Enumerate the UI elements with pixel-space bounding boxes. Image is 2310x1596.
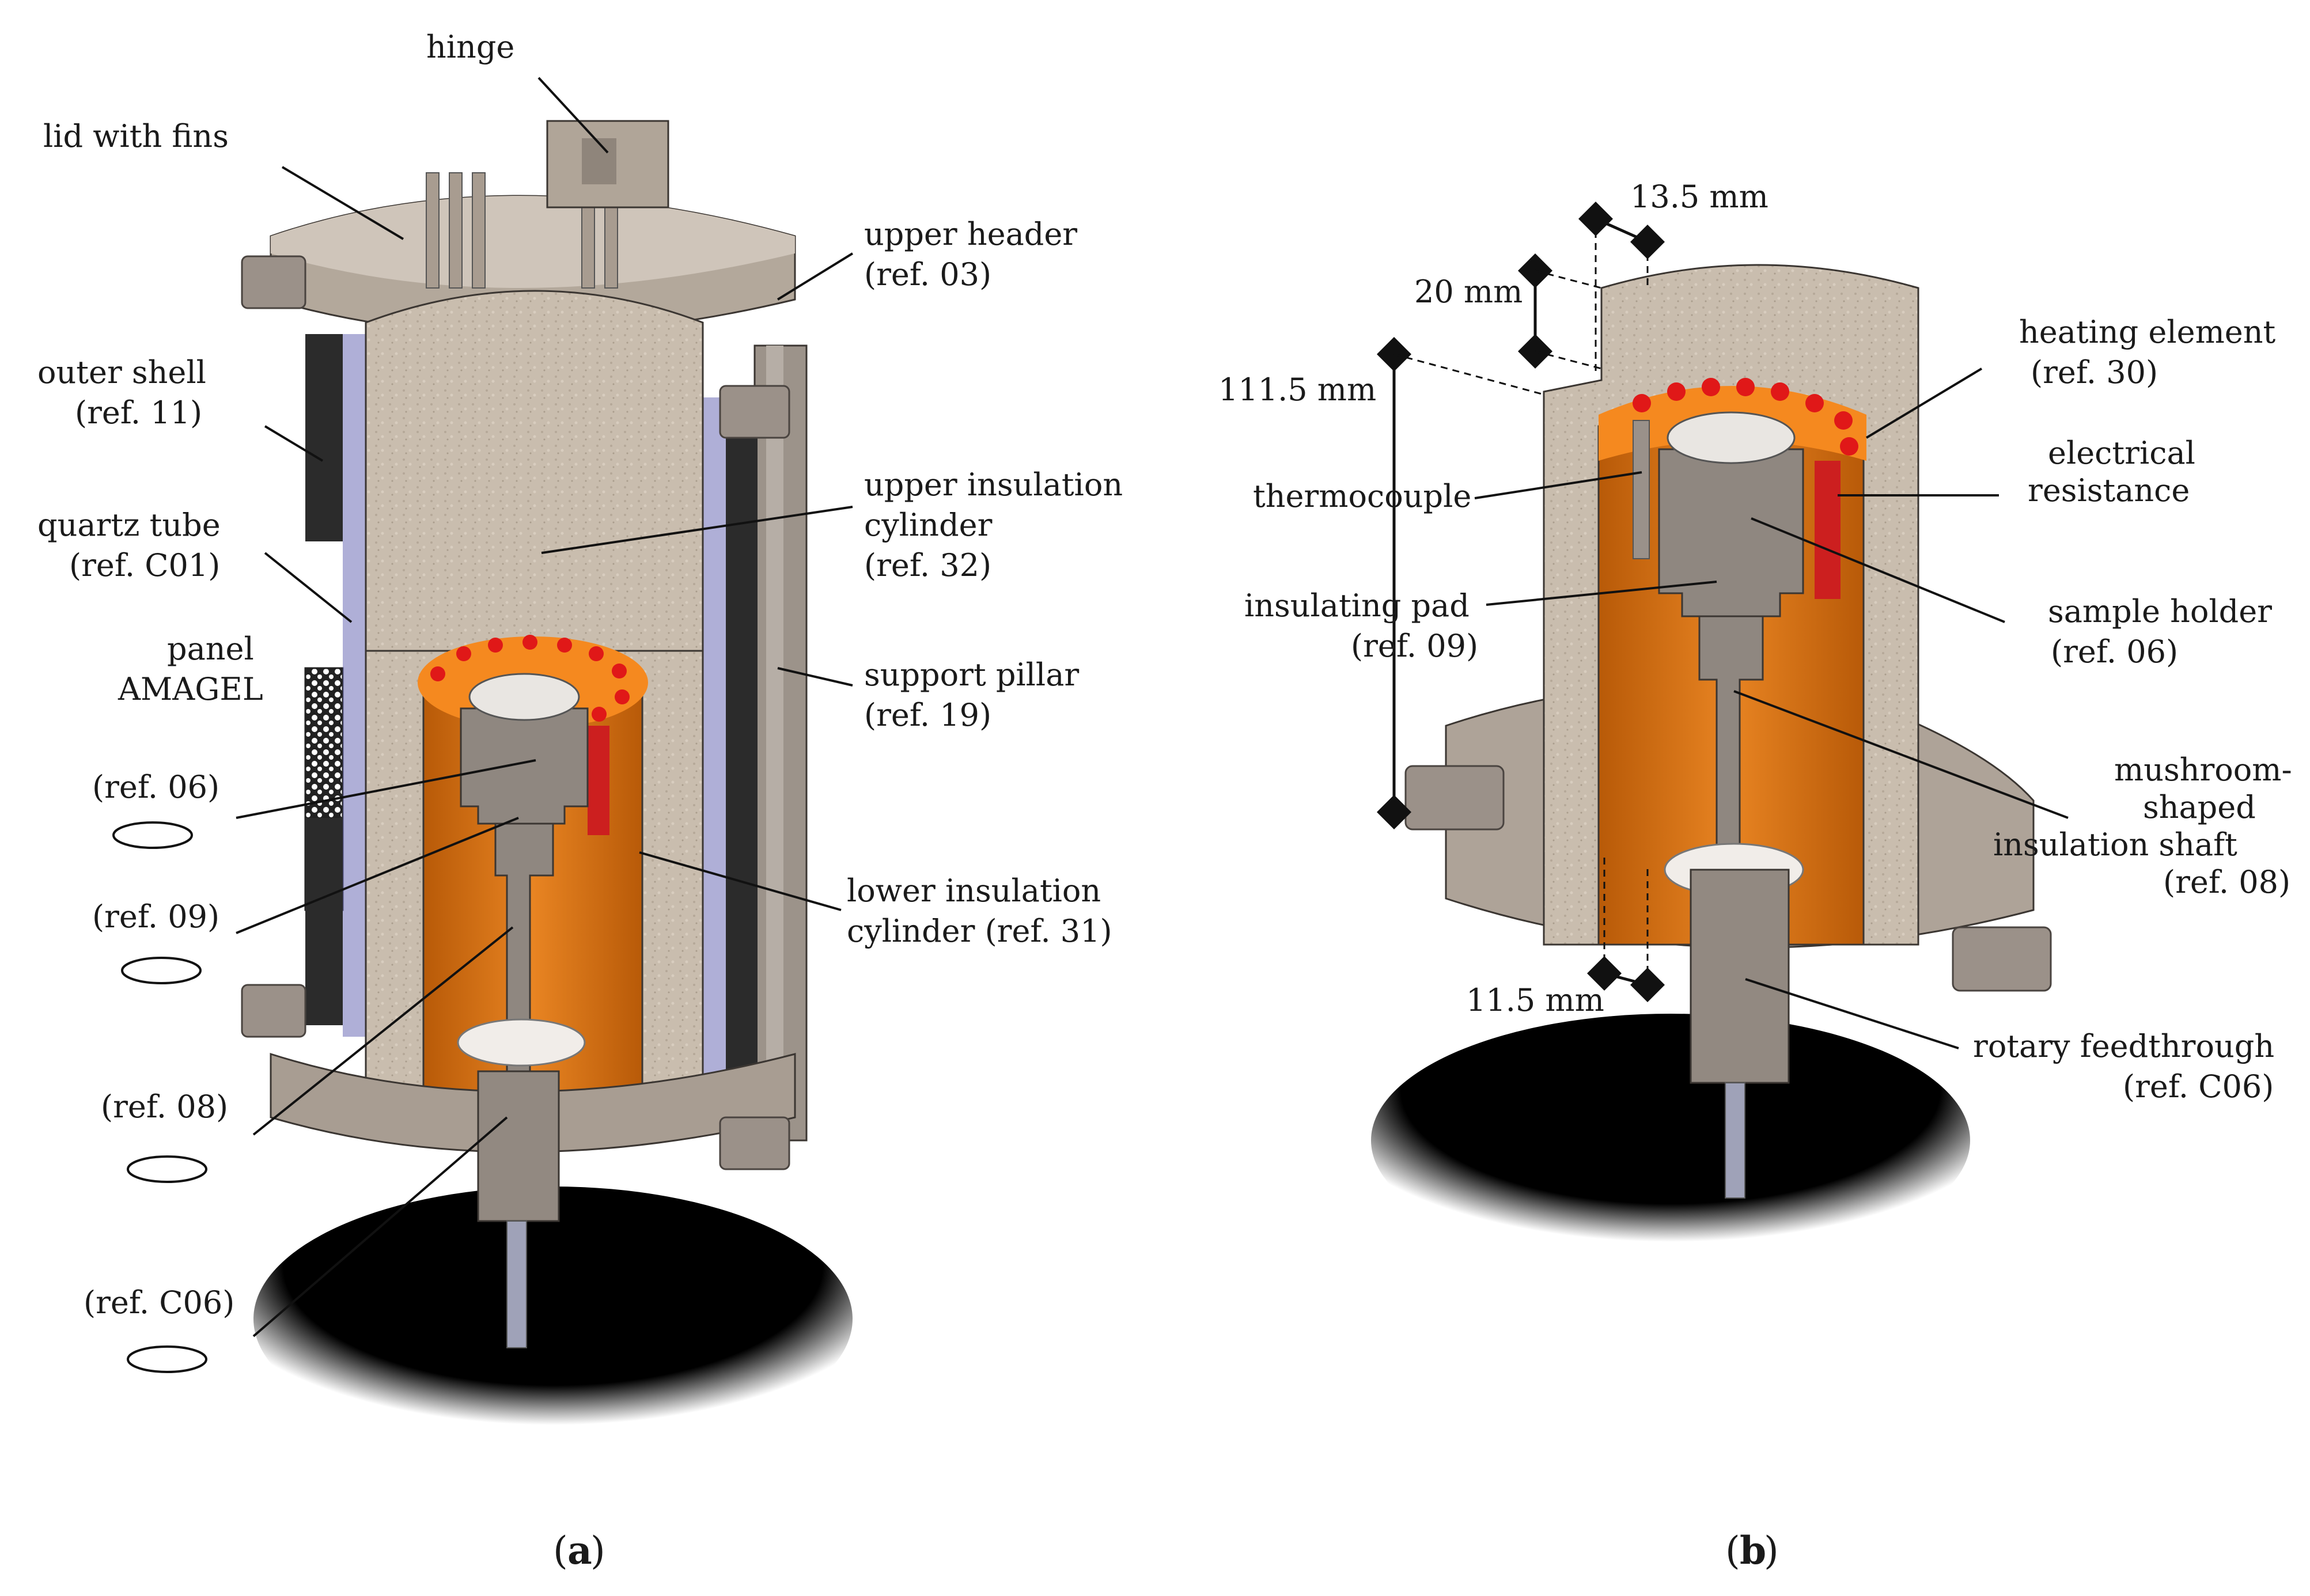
outer-shell-shape xyxy=(305,334,343,541)
b-resistance-dots xyxy=(1633,378,1858,456)
label-outer-shell: outer shell xyxy=(37,354,206,391)
label-quartz-tube: quartz tube xyxy=(37,507,221,543)
label-outer-shell-ref: (ref. 11) xyxy=(75,395,202,431)
panel-b-shadow xyxy=(1371,1014,1970,1267)
panel-a-labels: hinge lid with fins upper header (ref. 0… xyxy=(37,29,1123,1321)
sample-holder-shape xyxy=(460,707,589,825)
label-panel: panel xyxy=(167,631,254,667)
dim-111-5: 111.5 mm xyxy=(1218,371,1376,408)
label-upper-insulation-cyl: cylinder xyxy=(864,507,993,543)
label-lower-insulation-ref: cylinder (ref. 31) xyxy=(847,913,1112,949)
label-rotary-feedthrough-ref: (ref. C06) xyxy=(2123,1068,2274,1105)
label-lower-insulation: lower insulation xyxy=(847,873,1101,909)
panel-a-drawing xyxy=(241,120,853,1451)
label-ref09: (ref. 09) xyxy=(92,899,219,935)
electrical-resistance-bar xyxy=(588,726,609,835)
rotation-arrow-icon xyxy=(121,957,202,984)
panel-b-labels: 13.5 mm 20 mm 111.5 mm 11.5 mm heating e… xyxy=(1218,179,2292,1105)
b-sample-holder-shape xyxy=(1658,448,1804,617)
resistance-dots xyxy=(430,635,630,722)
label-upper-header-ref: (ref. 03) xyxy=(864,256,991,293)
upper-insulation-shape xyxy=(365,290,704,692)
label-hinge: hinge xyxy=(426,29,514,65)
rotation-arrow-icons xyxy=(112,821,207,1373)
feedthrough-shape xyxy=(477,1070,560,1222)
caption-a-close: ) xyxy=(590,1529,605,1573)
caption-b-close: ) xyxy=(1764,1529,1779,1573)
b-thermocouple-shape xyxy=(1633,420,1650,559)
panel-b-drawing xyxy=(1371,264,2052,1267)
label-ref08: (ref. 08) xyxy=(101,1089,228,1125)
label-heating-element-ref: (ref. 30) xyxy=(2031,354,2158,391)
quartz-tube-shape xyxy=(343,334,366,1037)
label-resistance: resistance xyxy=(2028,472,2190,509)
label-insulating-pad-ref: (ref. 09) xyxy=(1351,628,1478,664)
rotation-arrow-icon xyxy=(112,821,193,849)
label-sample-holder: sample holder xyxy=(2048,593,2272,630)
panel-a-shadow xyxy=(253,1186,853,1451)
side-fittings xyxy=(241,255,790,1170)
label-heating-element: heating element xyxy=(2019,314,2276,350)
rotation-arrow-icon xyxy=(127,1345,207,1373)
dim-13-5: 13.5 mm xyxy=(1630,179,1769,215)
label-thermocouple: thermocouple xyxy=(1253,478,1471,514)
b-feedthrough-shape xyxy=(1690,869,1790,1084)
caption-b: b xyxy=(1740,1528,1766,1573)
label-insulation-shaft: insulation shaft xyxy=(1993,827,2237,863)
caption-a-open: ( xyxy=(553,1529,568,1573)
dim-20: 20 mm xyxy=(1414,274,1523,310)
rotation-arrow-icon xyxy=(127,1155,207,1183)
label-mushroom-ref: (ref. 08) xyxy=(2163,864,2290,900)
panel-b-leaders xyxy=(1474,367,2069,1049)
label-quartz-tube-ref: (ref. C01) xyxy=(69,547,220,583)
caption-a: a xyxy=(567,1528,592,1573)
label-rotary-feedthrough: rotary feedthrough xyxy=(1973,1028,2274,1064)
label-refC06: (ref. C06) xyxy=(84,1284,234,1321)
label-upper-insulation-ref: (ref. 32) xyxy=(864,547,991,583)
label-support-pillar-ref: (ref. 19) xyxy=(864,697,991,733)
label-ref06: (ref. 06) xyxy=(92,769,219,805)
label-electrical: electrical xyxy=(2048,435,2195,471)
label-insulating-pad: insulating pad xyxy=(1244,587,1470,624)
panel-b-dimensions xyxy=(1377,202,1665,1002)
panel-a-leaders xyxy=(236,77,854,1337)
label-mushroom: mushroom- xyxy=(2114,752,2292,788)
caption-b-open: ( xyxy=(1725,1529,1740,1573)
label-upper-insulation: upper insulation xyxy=(864,467,1123,503)
bushing-shape xyxy=(457,1018,586,1067)
label-lid: lid with fins xyxy=(43,118,229,154)
b-electrical-resistance-bar xyxy=(1815,461,1841,599)
panel-captions: ( a ) ( b ) xyxy=(553,1528,1779,1573)
b-side-fittings xyxy=(1404,765,2052,992)
label-upper-header: upper header xyxy=(864,216,1077,252)
label-panel-amagel: AMAGEL xyxy=(118,671,263,707)
label-support-pillar: support pillar xyxy=(864,657,1079,693)
label-sample-holder-ref: (ref. 06) xyxy=(2051,634,2178,670)
label-shaped: shaped xyxy=(2143,789,2256,825)
dim-11-5: 11.5 mm xyxy=(1466,982,1604,1018)
